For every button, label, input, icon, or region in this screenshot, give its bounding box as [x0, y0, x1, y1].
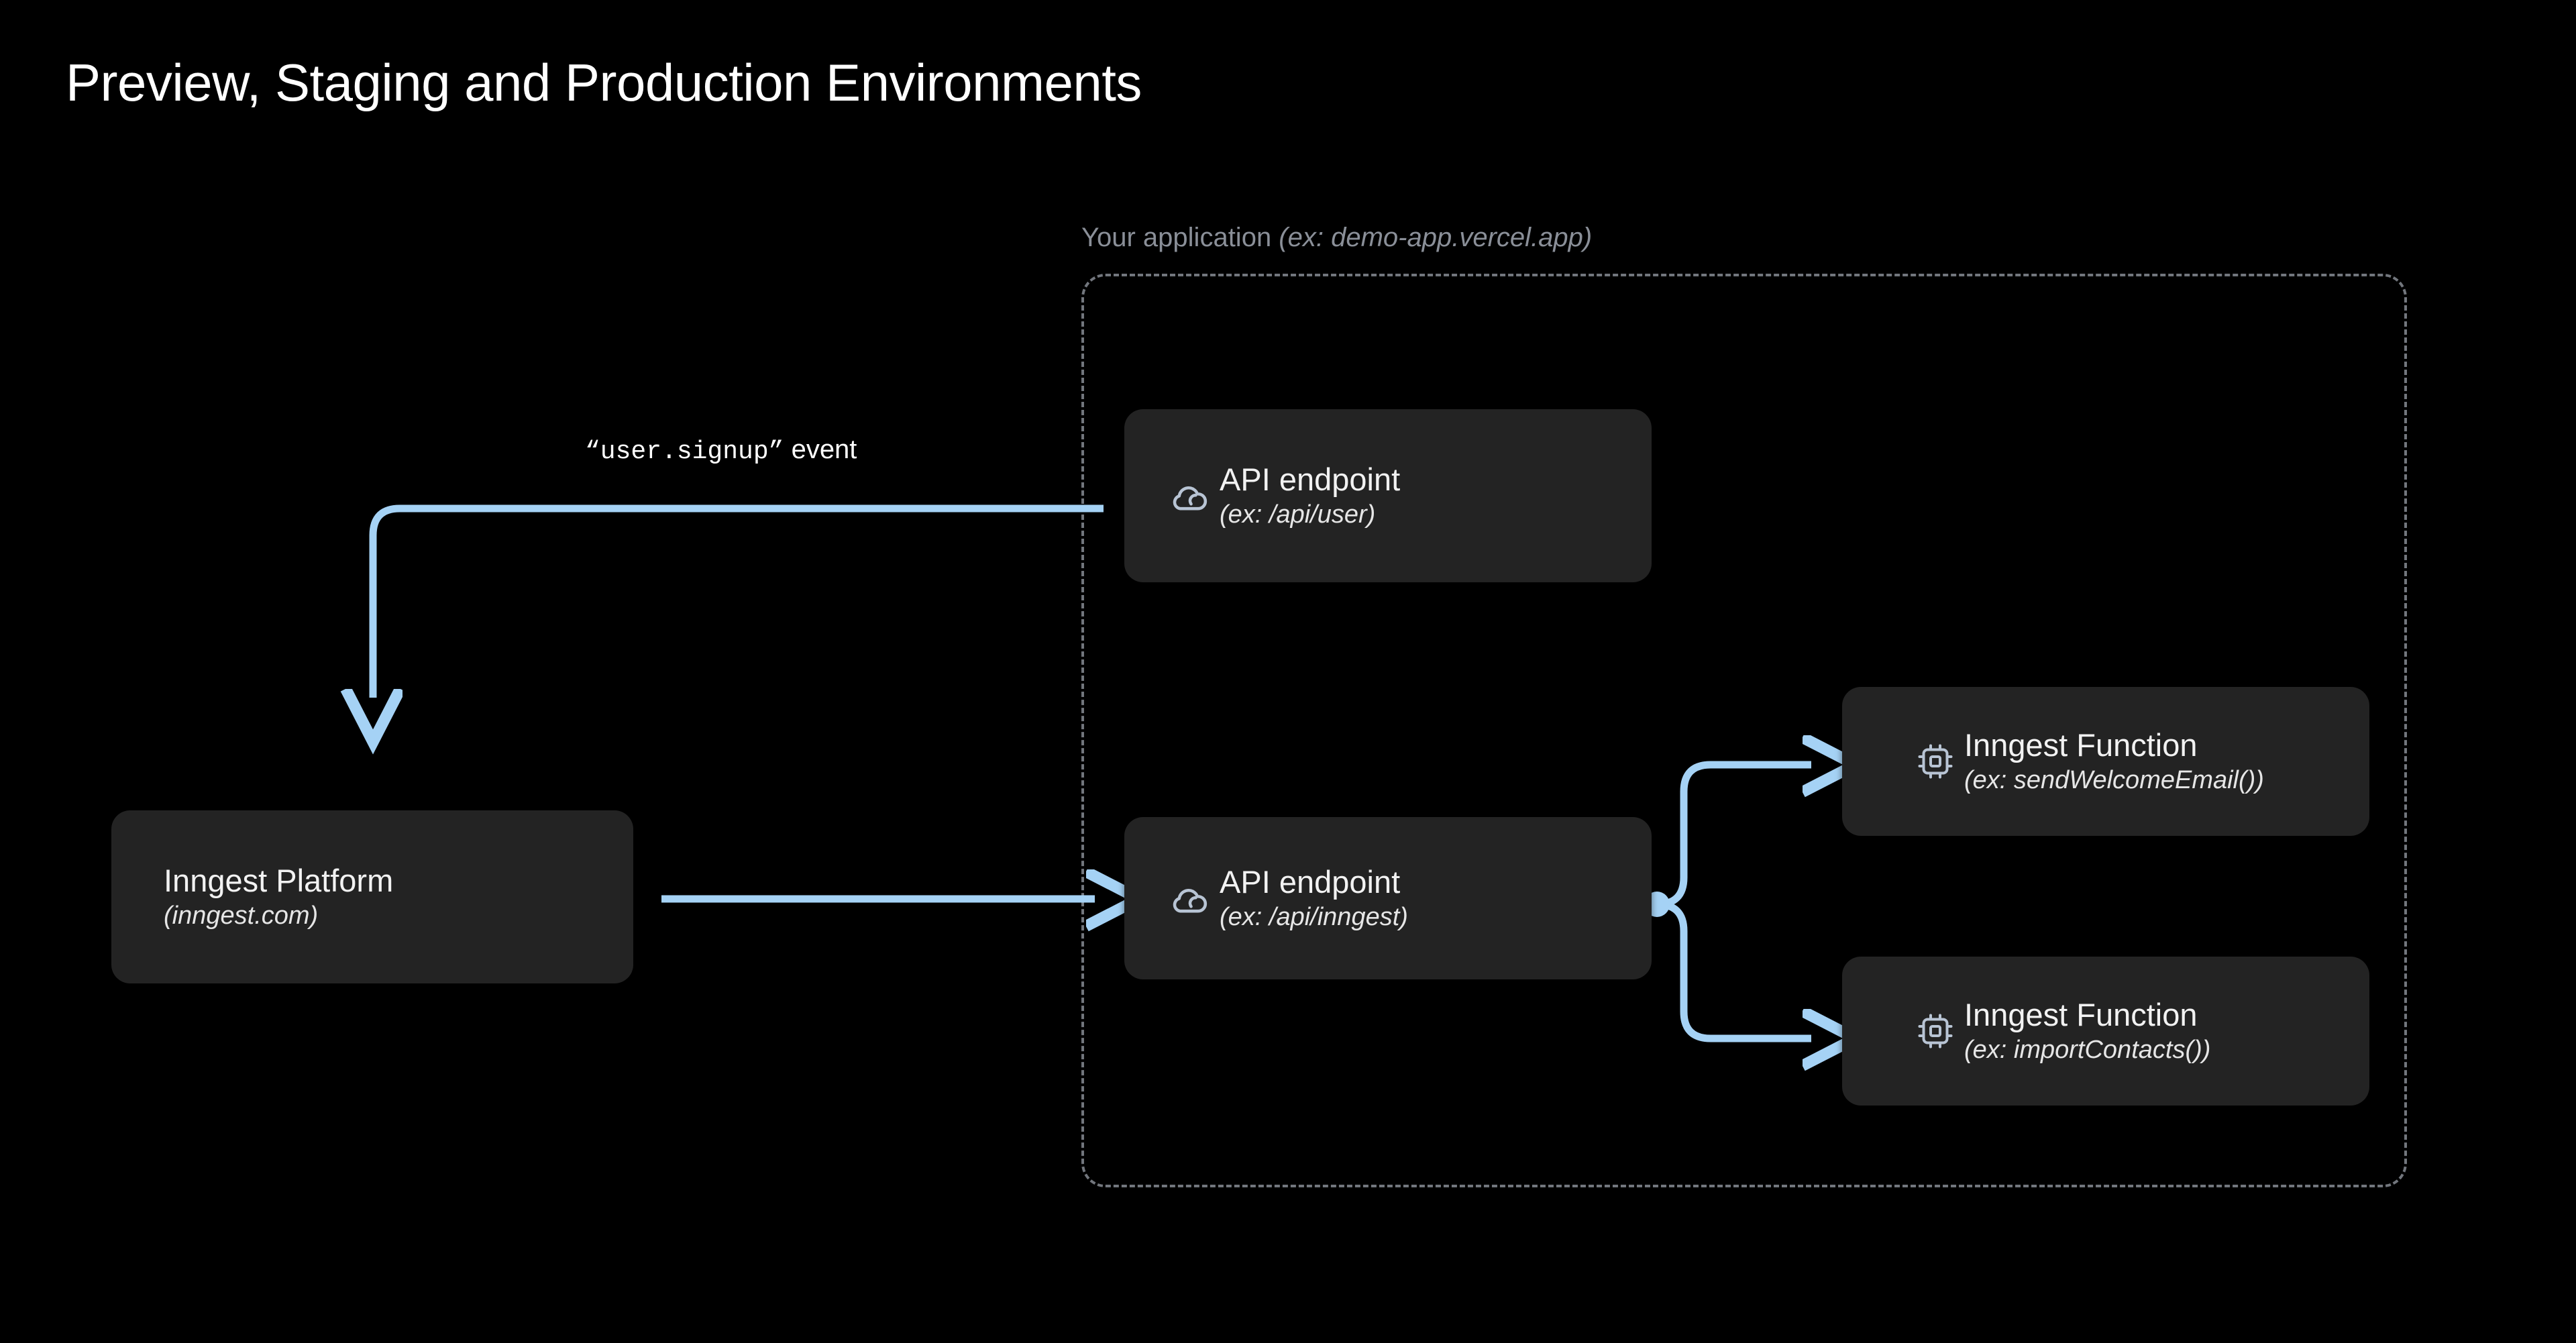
edge-label-event-name: “user.signup” — [585, 437, 784, 466]
group-label-main: Your application — [1081, 223, 1279, 252]
node-subtitle: (ex: /api/user) — [1220, 500, 1376, 529]
node-api-endpoint-inngest[interactable]: API endpoint (ex: /api/inngest) — [1124, 817, 1652, 979]
node-subtitle: (ex: /api/inngest) — [1220, 903, 1408, 932]
node-text: API endpoint (ex: /api/inngest) — [1220, 865, 1408, 931]
node-subtitle: (ex: sendWelcomeEmail()) — [1964, 766, 2264, 795]
node-title: Inngest Platform — [164, 863, 394, 899]
edge-label-user-signup: “user.signup” event — [585, 435, 857, 466]
group-label-example: (ex: demo-app.vercel.app) — [1279, 223, 1593, 252]
node-subtitle: (inngest.com) — [164, 902, 319, 930]
chip-icon — [1907, 1002, 1964, 1060]
node-api-endpoint-user[interactable]: API endpoint (ex: /api/user) — [1124, 409, 1652, 582]
node-text: API endpoint (ex: /api/user) — [1220, 462, 1400, 529]
cloud-icon — [1162, 467, 1220, 525]
node-title: Inngest Function — [1964, 727, 2198, 763]
node-text: Inngest Function (ex: importContacts()) — [1964, 998, 2210, 1064]
node-inngest-platform[interactable]: Inngest Platform (inngest.com) — [111, 810, 633, 983]
node-title: Inngest Function — [1964, 997, 2198, 1033]
node-title: API endpoint — [1220, 864, 1401, 900]
group-label: Your application (ex: demo-app.vercel.ap… — [1081, 223, 1592, 253]
node-text: Inngest Platform (inngest.com) — [164, 863, 393, 930]
node-text: Inngest Function (ex: sendWelcomeEmail()… — [1964, 728, 2264, 794]
node-subtitle: (ex: importContacts()) — [1964, 1036, 2211, 1065]
cloud-icon — [1162, 869, 1220, 927]
your-application-group — [1081, 274, 2407, 1187]
node-inngest-function-send-welcome-email[interactable]: Inngest Function (ex: sendWelcomeEmail()… — [1842, 687, 2369, 836]
edge-api-user-to-platform — [373, 504, 1104, 698]
node-inngest-function-import-contacts[interactable]: Inngest Function (ex: importContacts()) — [1842, 957, 2369, 1106]
node-title: API endpoint — [1220, 462, 1401, 498]
page-title: Preview, Staging and Production Environm… — [66, 53, 1142, 112]
chip-icon — [1907, 733, 1964, 790]
edge-label-suffix: event — [784, 435, 857, 464]
